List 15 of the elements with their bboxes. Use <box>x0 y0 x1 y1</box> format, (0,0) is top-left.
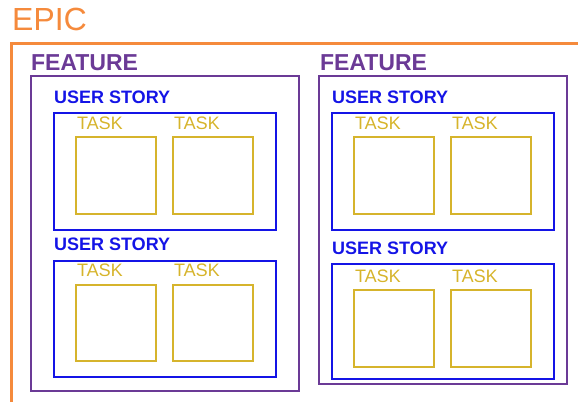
task-heading: TASK <box>355 267 401 287</box>
task-heading: TASK <box>355 114 401 134</box>
user-story-heading: USER STORY <box>54 235 170 255</box>
user-story-heading: USER STORY <box>332 239 448 259</box>
feature-heading: FEATURE <box>31 50 138 76</box>
task-heading: TASK <box>452 267 498 287</box>
task-heading: TASK <box>174 114 220 134</box>
task-heading: TASK <box>174 261 220 281</box>
epic-heading: EPIC <box>12 2 87 38</box>
user-story-heading: USER STORY <box>54 88 170 108</box>
task-heading: TASK <box>452 114 498 134</box>
task-heading: TASK <box>77 114 123 134</box>
task-heading: TASK <box>77 261 123 281</box>
user-story-heading: USER STORY <box>332 88 448 108</box>
feature-heading: FEATURE <box>320 50 427 76</box>
